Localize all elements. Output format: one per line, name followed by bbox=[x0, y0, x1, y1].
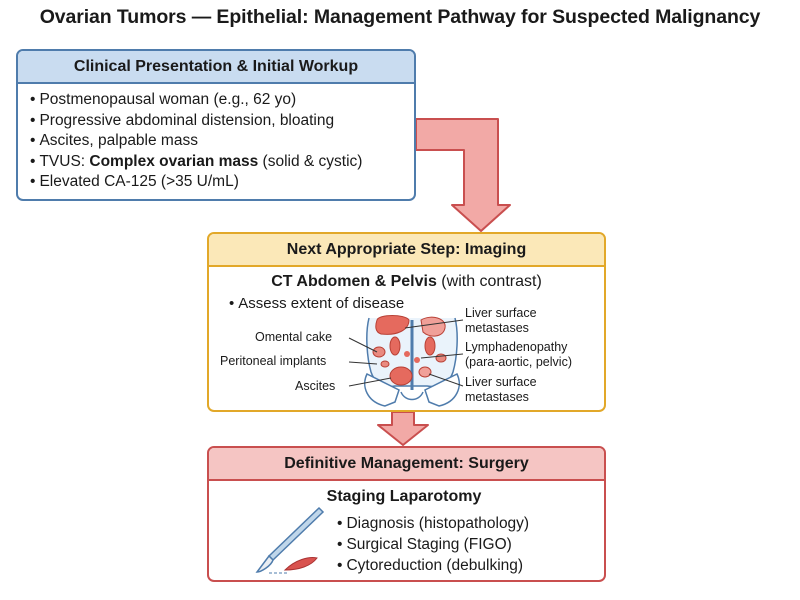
clinical-presentation-box: Clinical Presentation & Initial Workup •… bbox=[16, 49, 416, 201]
surgery-header: Definitive Management: Surgery bbox=[209, 448, 604, 481]
finding-item: •Progressive abdominal distension, bloat… bbox=[30, 111, 335, 129]
label-peritoneal-implants: Peritoneal implants bbox=[220, 354, 327, 368]
surgery-goal-item: •Cytoreduction (debulking) bbox=[337, 557, 524, 574]
surgery-goals-list: •Diagnosis (histopathology) •Surgical St… bbox=[337, 513, 529, 576]
assess-extent-text: •Assess extent of disease bbox=[229, 295, 405, 312]
finding-item: •Elevated CA-125 (>35 U/mL) bbox=[30, 173, 239, 190]
clinical-presentation-header: Clinical Presentation & Initial Workup bbox=[18, 51, 414, 84]
surgery-goal-item: •Diagnosis (histopathology) bbox=[337, 515, 530, 532]
staging-laparotomy-title: Staging Laparotomy bbox=[326, 488, 482, 505]
abdomen-pelvis-illustration bbox=[348, 315, 464, 407]
label-ascites: Ascites bbox=[295, 379, 336, 393]
imaging-header: Next Appropriate Step: Imaging bbox=[209, 234, 604, 267]
finding-item: •Ascites, palpable mass bbox=[30, 132, 198, 149]
ct-title: CT Abdomen & Pelvis (with contrast) bbox=[271, 273, 542, 290]
finding-item: •TVUS: Complex ovarian mass (solid & cys… bbox=[30, 152, 363, 170]
clinical-findings-list: •Postmenopausal woman (e.g., 62 yo) •Pro… bbox=[30, 90, 362, 193]
label-omental-cake: Omental cake bbox=[255, 330, 333, 344]
finding-item: •Postmenopausal woman (e.g., 62 yo) bbox=[30, 91, 297, 108]
arrow-workup-to-imaging bbox=[415, 118, 511, 232]
label-lymphadenopathy: Lymphadenopathy(para-aortic, pelvic) bbox=[465, 340, 572, 369]
imaging-box: Next Appropriate Step: Imaging CT Abdome… bbox=[207, 232, 606, 412]
arrow-imaging-to-surgery bbox=[377, 411, 429, 446]
surgery-goal-item: •Surgical Staging (FIGO) bbox=[337, 536, 512, 553]
surgery-box: Definitive Management: Surgery Staging L… bbox=[207, 446, 606, 582]
scalpel-icon bbox=[255, 506, 325, 574]
page-title: Ovarian Tumors — Epithelial: Management … bbox=[39, 6, 761, 28]
